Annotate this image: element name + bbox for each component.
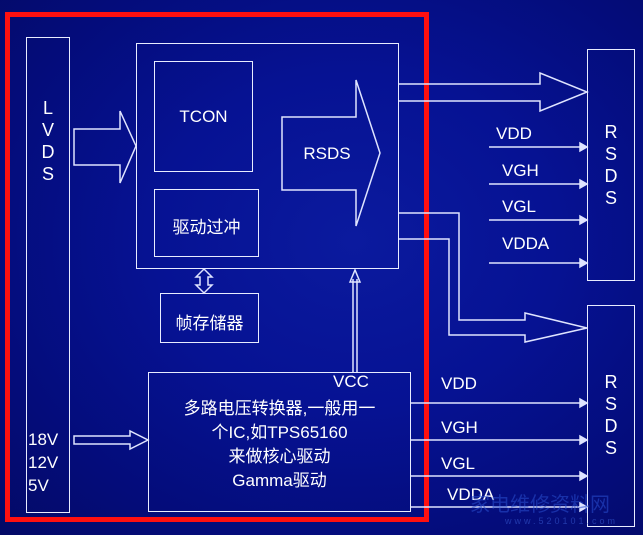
- tcon-module-box: [136, 43, 399, 269]
- rail-vgh-bottom: VGH: [441, 418, 478, 437]
- rsds-letter: R: [604, 122, 618, 142]
- rsds-letter: S: [604, 188, 617, 208]
- rsds-big-arrow: [281, 79, 381, 227]
- arrowhead-icon: [579, 141, 589, 153]
- vcc-up-arrow: [348, 268, 362, 372]
- power-converter-description: 多路电压转换器,一般用一 个IC,如TPS65160 来做核心驱动 Gamma驱…: [148, 397, 411, 493]
- frame-memory-label: 帧存储器: [175, 314, 244, 333]
- rail-vgl-bottom: VGL: [441, 454, 476, 473]
- arrowhead-icon: [579, 434, 589, 446]
- vcc-label: VCC: [333, 372, 369, 391]
- rsds-bus-top-arrow: [399, 71, 590, 113]
- rsds-block-bottom-label: R S D S: [587, 371, 635, 459]
- overdrive-label: 驱动过冲: [172, 218, 241, 237]
- watermark: 家电维修资料网: [470, 494, 610, 516]
- lvds-letter: L: [42, 98, 53, 118]
- lvds-label: L V D S: [26, 97, 70, 185]
- rail-vdd-bottom: VDD: [441, 374, 477, 393]
- rsds-block-top-label: R S D S: [587, 121, 635, 209]
- voltage-5v: 5V: [28, 476, 49, 495]
- voltage-to-converter-arrow: [73, 429, 150, 451]
- frame-memory-box: [160, 293, 259, 343]
- rsds-letter: D: [604, 416, 618, 436]
- power-converter-box: [148, 372, 411, 512]
- rail-vdda-bottom: VDDA: [447, 485, 495, 504]
- arrowhead-icon: [579, 178, 589, 190]
- arrowhead-icon: [579, 470, 589, 482]
- arrowhead-icon: [579, 214, 589, 226]
- rsds-letter: D: [604, 166, 618, 186]
- arrowhead-icon: [579, 501, 589, 513]
- frame-memory-double-arrow: [194, 267, 214, 295]
- description-line: 来做核心驱动: [228, 447, 331, 466]
- rsds-letter: S: [604, 438, 617, 458]
- rail-vdd-top: VDD: [496, 124, 532, 143]
- description-line: 个IC,如TPS65160: [211, 423, 348, 442]
- rail-vdda-top: VDDA: [502, 234, 550, 253]
- tcon-box: [154, 61, 253, 172]
- rsds-block-bottom: [587, 305, 635, 527]
- lvds-to-tcon-arrow: [73, 110, 137, 184]
- tcon-label: TCON: [179, 107, 228, 126]
- rail-vgh-top: VGH: [502, 161, 539, 180]
- overdrive-box: [154, 189, 259, 257]
- arrowhead-icon: [579, 397, 589, 409]
- voltage-18v: 18V: [28, 430, 59, 449]
- rsds-arrow-label: RSDS: [303, 144, 351, 163]
- lvds-letter: S: [41, 164, 54, 184]
- voltage-12v: 12V: [28, 453, 59, 472]
- rsds-letter: R: [604, 372, 618, 392]
- lvds-bar: [26, 37, 70, 513]
- lvds-letter: V: [41, 120, 54, 140]
- rsds-block-top: [587, 49, 635, 281]
- supply-voltages: 18V 12V 5V: [28, 428, 58, 497]
- description-line: 多路电压转换器,一般用一: [183, 399, 376, 418]
- rsds-bus-bottom-arrow: [399, 212, 588, 343]
- rsds-letter: S: [604, 394, 617, 414]
- highlight-frame: [5, 12, 429, 522]
- lvds-letter: D: [41, 142, 55, 162]
- rail-vgl-top: VGL: [502, 197, 537, 216]
- watermark-url: www.520101.com: [505, 516, 619, 526]
- rsds-letter: S: [604, 144, 617, 164]
- arrowhead-icon: [579, 257, 589, 269]
- description-line: Gamma驱动: [232, 471, 327, 490]
